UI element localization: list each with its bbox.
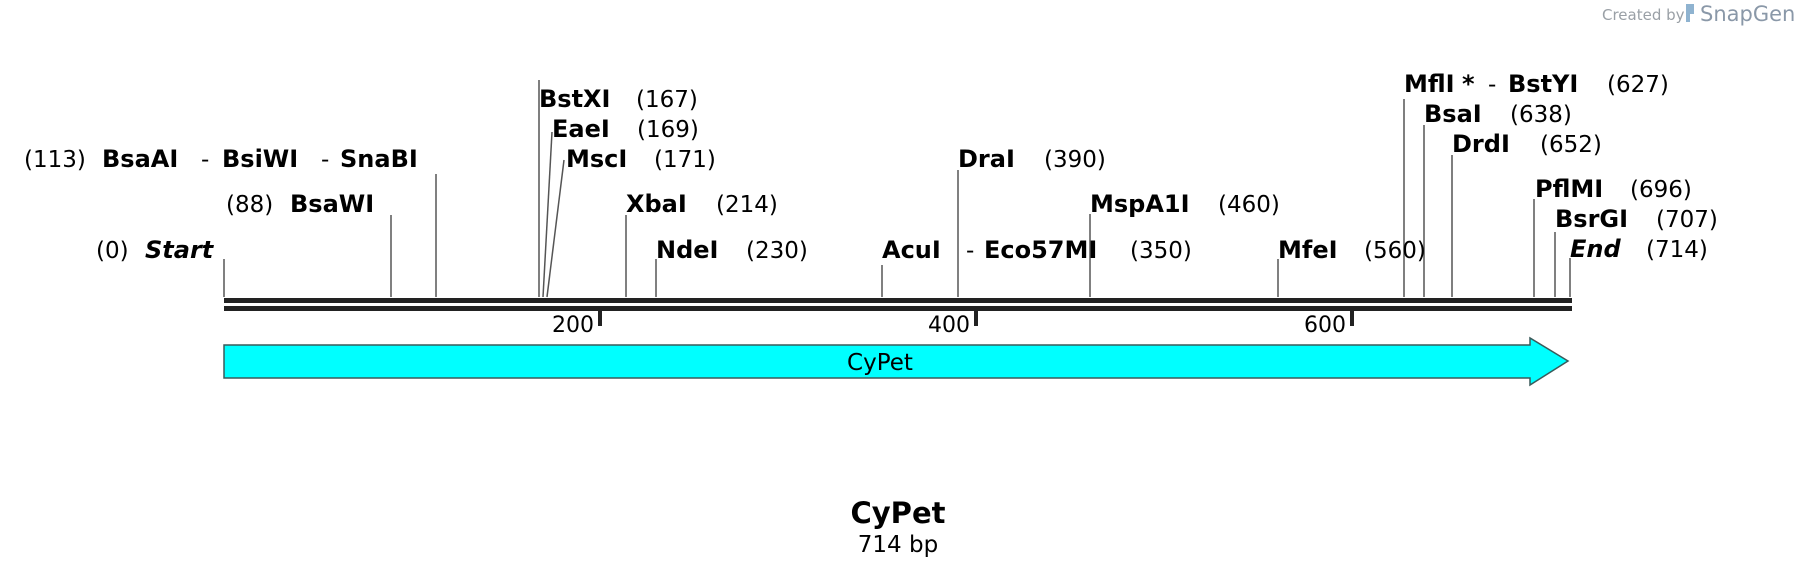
site-pos-eaei: (169) bbox=[637, 117, 699, 143]
site-pos-xbai: (214) bbox=[716, 192, 778, 218]
site-pos-bsai: (638) bbox=[1510, 102, 1572, 128]
site-labels: (0) Start (88) BsaWI (113) BsaAI - BsiWI… bbox=[24, 70, 1718, 264]
tick-label-600: 600 bbox=[1304, 313, 1346, 338]
site-lines bbox=[223, 80, 1571, 298]
feature-cypet[interactable]: CyPet bbox=[223, 336, 1570, 387]
site-dash: - bbox=[1488, 72, 1496, 98]
site-label-msci: MscI bbox=[566, 145, 627, 173]
site-pos-mfei: (560) bbox=[1364, 238, 1426, 264]
site-label-bsiwi: BsiWI bbox=[222, 145, 298, 173]
site-label-snabi: SnaBI bbox=[340, 145, 418, 173]
site-pos-start: (0) bbox=[96, 238, 129, 264]
site-label-acui: AcuI bbox=[882, 236, 941, 264]
credit-created-by: Created by bbox=[1602, 6, 1685, 24]
site-label-drai: DraI bbox=[958, 145, 1015, 173]
site-pos-drai: (390) bbox=[1044, 147, 1106, 173]
site-line-msci bbox=[546, 159, 565, 298]
site-pos-ndei: (230) bbox=[746, 238, 808, 264]
tick-mark-600 bbox=[1350, 311, 1354, 326]
sequence-name: CyPet bbox=[851, 496, 946, 530]
site-label-mspa1i: MspA1I bbox=[1090, 190, 1190, 218]
site-label-xbai: XbaI bbox=[626, 190, 687, 218]
site-pos-bstxi: (167) bbox=[636, 87, 698, 113]
site-pos-bsawi: (88) bbox=[226, 192, 273, 218]
site-label-bsaai: BsaAI bbox=[102, 145, 178, 173]
site-label-bsai: BsaI bbox=[1424, 100, 1482, 128]
site-pos-drdi: (652) bbox=[1540, 132, 1602, 158]
site-pos-bstyi: (627) bbox=[1607, 72, 1669, 98]
site-label-bstxi: BstXI bbox=[539, 85, 610, 113]
site-label-drdi: DrdI bbox=[1452, 130, 1510, 158]
sequence-length: 714 bp bbox=[858, 532, 938, 558]
site-note-mfli: * bbox=[1462, 70, 1475, 98]
site-label-mfei: MfeI bbox=[1278, 236, 1338, 264]
snapgene-logo-icon bbox=[1686, 4, 1694, 22]
site-label-mfli: MflI bbox=[1404, 70, 1455, 98]
site-label-bsrgi: BsrGI bbox=[1555, 205, 1628, 233]
site-dash: - bbox=[201, 147, 209, 173]
site-pos-msci: (171) bbox=[654, 147, 716, 173]
site-label-pflmi: PflMI bbox=[1535, 175, 1603, 203]
site-label-ndei: NdeI bbox=[656, 236, 718, 264]
site-label-start: Start bbox=[145, 236, 215, 264]
site-label-bstyi: BstYI bbox=[1508, 70, 1578, 98]
site-pos-end: (714) bbox=[1646, 237, 1708, 263]
dna-backbone bbox=[224, 298, 1572, 311]
site-label-bsawi: BsaWI bbox=[290, 190, 374, 218]
site-line-eaei bbox=[542, 131, 553, 298]
site-label-eaei: EaeI bbox=[552, 115, 610, 143]
credit-brand: SnapGene bbox=[1700, 2, 1796, 26]
site-label-eco57mi: Eco57MI bbox=[984, 236, 1097, 264]
tick-label-400: 400 bbox=[928, 313, 970, 338]
tick-label-200: 200 bbox=[552, 313, 594, 338]
tick-mark-200 bbox=[598, 311, 602, 326]
site-dash: - bbox=[966, 238, 974, 264]
feature-label: CyPet bbox=[847, 350, 913, 376]
site-pos-pflmi: (696) bbox=[1630, 177, 1692, 203]
site-pos-mspa1i: (460) bbox=[1218, 192, 1280, 218]
feature-arrow bbox=[223, 336, 1570, 387]
tick-mark-400 bbox=[974, 311, 978, 326]
site-pos-eco57mi: (350) bbox=[1130, 238, 1192, 264]
site-label-end: End bbox=[1570, 235, 1621, 263]
site-dash: - bbox=[321, 147, 329, 173]
axis: 200 400 600 bbox=[552, 311, 1354, 338]
site-pos-bsaai: (113) bbox=[24, 147, 86, 173]
site-pos-bsrgi: (707) bbox=[1656, 207, 1718, 233]
